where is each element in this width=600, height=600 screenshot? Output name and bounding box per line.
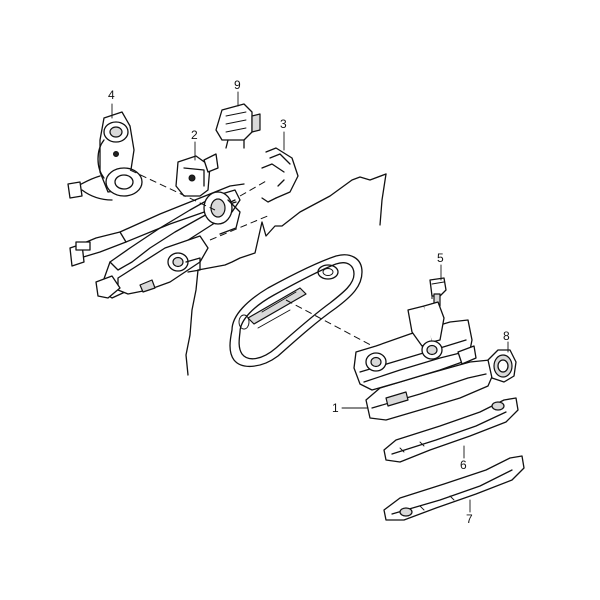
callout-8: 8 xyxy=(503,329,510,343)
part-3-spring-clip xyxy=(261,147,299,203)
handle-carrier-bracket xyxy=(69,183,245,299)
callout-1: 1 xyxy=(332,401,339,415)
callout-2: 2 xyxy=(191,128,198,142)
callout-9: 9 xyxy=(234,78,241,92)
part-6-trim-strip xyxy=(383,397,519,463)
door-panel xyxy=(185,173,387,376)
handle-recess xyxy=(229,254,363,367)
part-9-clip xyxy=(215,103,261,149)
leader-lines xyxy=(111,91,509,513)
part-2-bracket xyxy=(175,153,219,197)
part-8-cylinder-cap xyxy=(487,349,517,383)
part-1-door-handle xyxy=(353,301,495,421)
callout-7: 7 xyxy=(466,512,473,526)
callout-4: 4 xyxy=(108,88,115,102)
callout-6: 6 xyxy=(460,458,467,472)
part-4-lock-housing xyxy=(67,111,143,201)
callout-5: 5 xyxy=(437,251,444,265)
part-7-trim-strip xyxy=(383,455,525,521)
callout-3: 3 xyxy=(280,117,287,131)
